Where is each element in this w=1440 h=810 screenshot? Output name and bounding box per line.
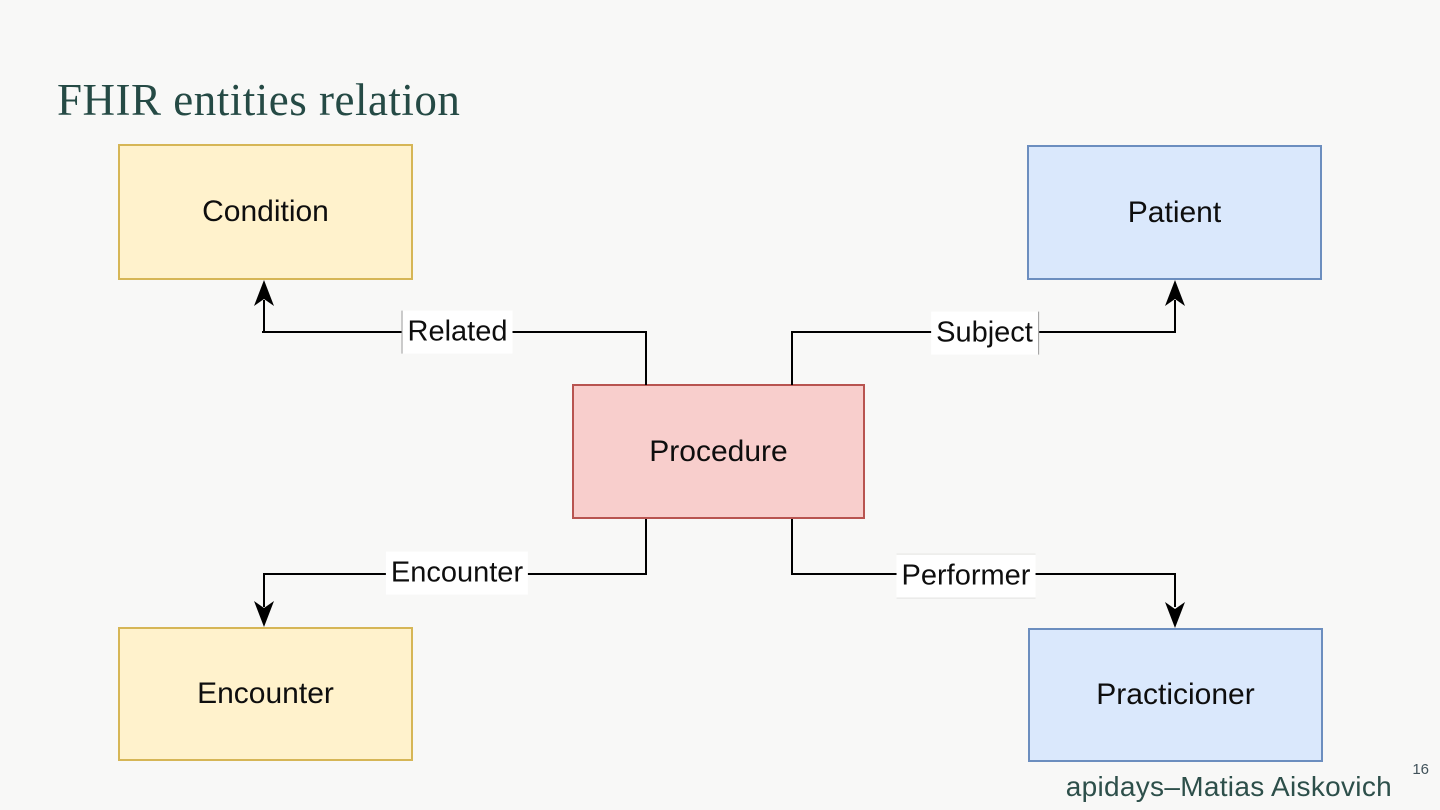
arrowhead-down-icon [253,600,275,627]
footer-credit: apidays–Matias Aiskovich [1065,771,1392,802]
edge-related-stub [645,331,647,385]
edge-performer-stub [791,519,793,575]
node-condition-label: Condition [202,195,329,228]
node-patient-label: Patient [1127,195,1222,229]
node-condition: Condition [118,144,413,280]
node-patient: Patient [1027,145,1322,280]
node-procedure: Procedure [572,384,865,519]
node-procedure-label: Procedure [649,434,788,468]
edge-related-vertical [263,300,265,333]
node-practicioner: Practicioner [1028,628,1323,762]
edge-encounter-stub [645,519,647,575]
arrowhead-up-icon [1164,280,1186,307]
edge-label-subject: Subject [931,311,1039,355]
edge-performer-vertical [1174,573,1176,607]
node-practicioner-label: Practicioner [1096,678,1255,711]
edge-label-encounter: Encounter [385,551,529,595]
edge-encounter-vertical [263,573,265,607]
arrowhead-down-icon [1164,601,1186,628]
node-encounter: Encounter [118,627,413,761]
page-number: 16 [1412,761,1429,778]
edge-subject-vertical [1174,300,1176,333]
edge-subject-stub [791,331,793,385]
arrowhead-up-icon [253,280,275,307]
edge-label-related: Related [401,310,513,354]
node-encounter-label: Encounter [197,677,334,710]
slide-title: FHIR entities relation [57,75,461,125]
edge-label-performer: Performer [896,553,1036,599]
